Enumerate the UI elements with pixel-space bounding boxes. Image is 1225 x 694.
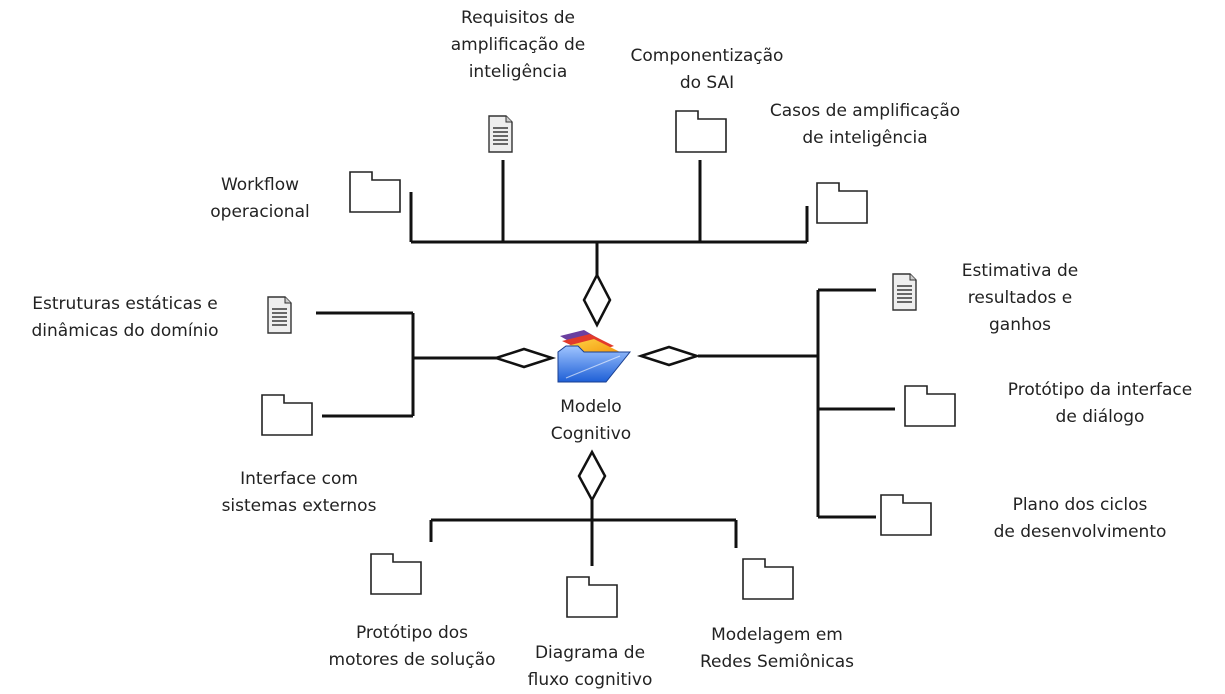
diamond-bottom [577, 449, 607, 503]
node-label-diagrama-fluxo: Diagrama de fluxo cognitivo [527, 643, 653, 690]
node-label-prototipo-interface: Protótipo da interface de diálogo [1007, 380, 1193, 427]
folder-icon [261, 394, 313, 436]
node-label-prototipo-motores: Protótipo dos motores de solução [328, 623, 496, 670]
folder-icon [349, 171, 401, 213]
node-label-interface-externos: Interface com sistemas externos [221, 469, 377, 516]
connector-lines [316, 160, 895, 566]
folder-icon [816, 182, 868, 224]
document-icon [488, 115, 513, 153]
document-icon [892, 273, 917, 311]
aggregation-diamonds [491, 272, 702, 503]
folder-icon [675, 110, 727, 153]
node-label-workflow: Workflow operacional [210, 175, 310, 222]
diamond-top [582, 272, 612, 328]
folder-icon [880, 494, 932, 536]
node-label-casos: Casos de amplificação de inteligência [769, 101, 961, 148]
document-icon [267, 296, 292, 334]
node-label-estimativa: Estimativa de resultados e ganhos [961, 261, 1079, 335]
folder-icon [742, 558, 794, 600]
node-label-plano: Plano dos ciclos de desenvolvimento [993, 495, 1167, 542]
node-label-modelagem-redes: Modelagem em Redes Semiônicas [699, 625, 855, 672]
node-label-requisitos: Requisitos de amplificação de inteligênc… [450, 8, 586, 82]
folder-icon [370, 553, 422, 595]
open-folder-icon [557, 330, 632, 383]
document-icons [267, 115, 917, 334]
center-node-label: Modelo Cognitivo [550, 397, 632, 444]
folder-icons [261, 110, 956, 618]
folder-icon [904, 385, 956, 427]
diamond-left [491, 347, 557, 369]
diamond-right [636, 345, 702, 367]
node-label-estruturas: Estruturas estáticas e dinâmicas do domí… [31, 294, 219, 341]
node-label-componentizacao: Componentização do SAI [630, 46, 784, 93]
folder-icon [566, 576, 618, 618]
